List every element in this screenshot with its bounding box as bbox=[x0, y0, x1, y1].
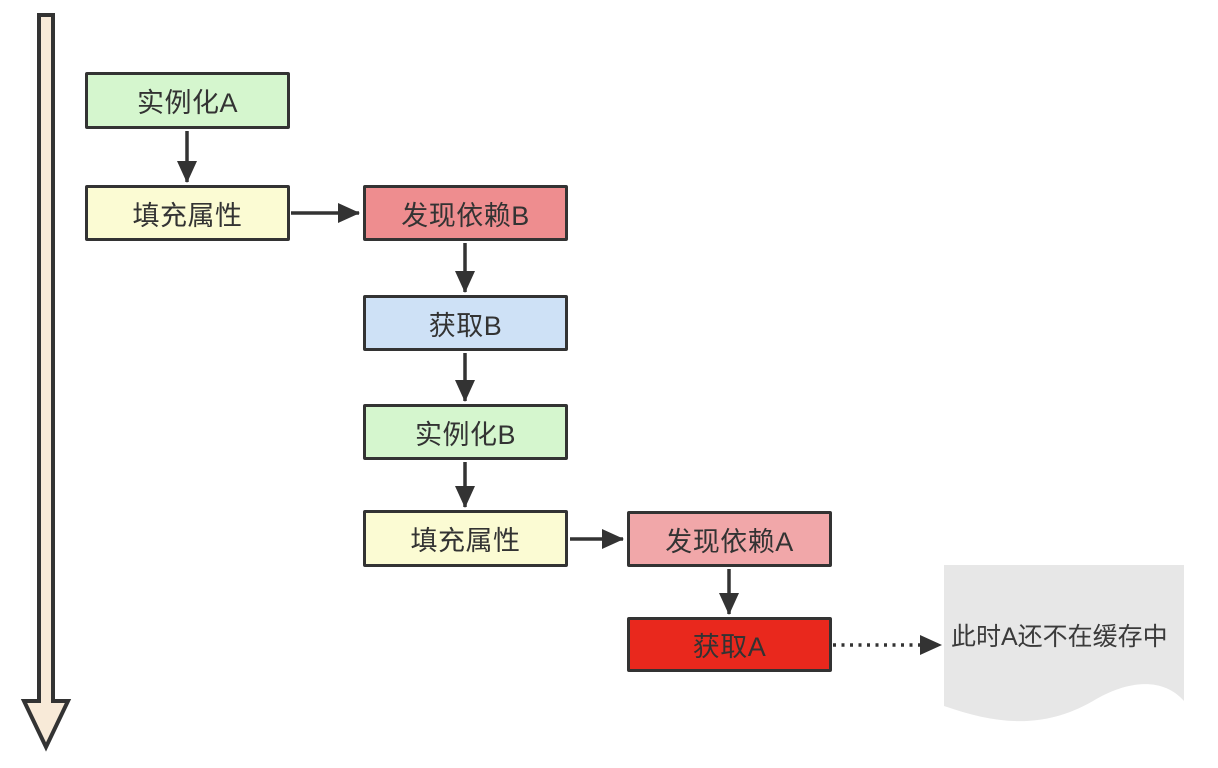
node-discover-dependency-a: 发现依赖A bbox=[627, 511, 832, 567]
node-get-a: 获取A bbox=[627, 617, 832, 672]
node-label: 实例化A bbox=[136, 88, 238, 118]
node-instantiate-a: 实例化A bbox=[85, 72, 290, 129]
node-label: 填充属性 bbox=[410, 526, 521, 556]
note-label: 此时A还不在缓存中 bbox=[951, 623, 1168, 651]
note-shape bbox=[944, 565, 1184, 722]
node-fill-properties-b: 填充属性 bbox=[363, 510, 568, 567]
node-label: 填充属性 bbox=[132, 200, 243, 231]
node-get-b: 获取B bbox=[363, 295, 568, 351]
node-discover-dependency-b: 发现依赖B bbox=[363, 185, 568, 241]
node-label: 实例化B bbox=[414, 419, 516, 450]
timeline-down-arrow bbox=[20, 13, 72, 752]
node-label: 获取B bbox=[428, 310, 503, 341]
node-label: 发现依赖B bbox=[401, 200, 530, 231]
node-instantiate-b: 实例化B bbox=[363, 404, 568, 460]
node-label: 发现依赖A bbox=[665, 526, 794, 557]
node-fill-properties-a: 填充属性 bbox=[85, 185, 290, 241]
node-label: 获取A bbox=[692, 632, 767, 662]
